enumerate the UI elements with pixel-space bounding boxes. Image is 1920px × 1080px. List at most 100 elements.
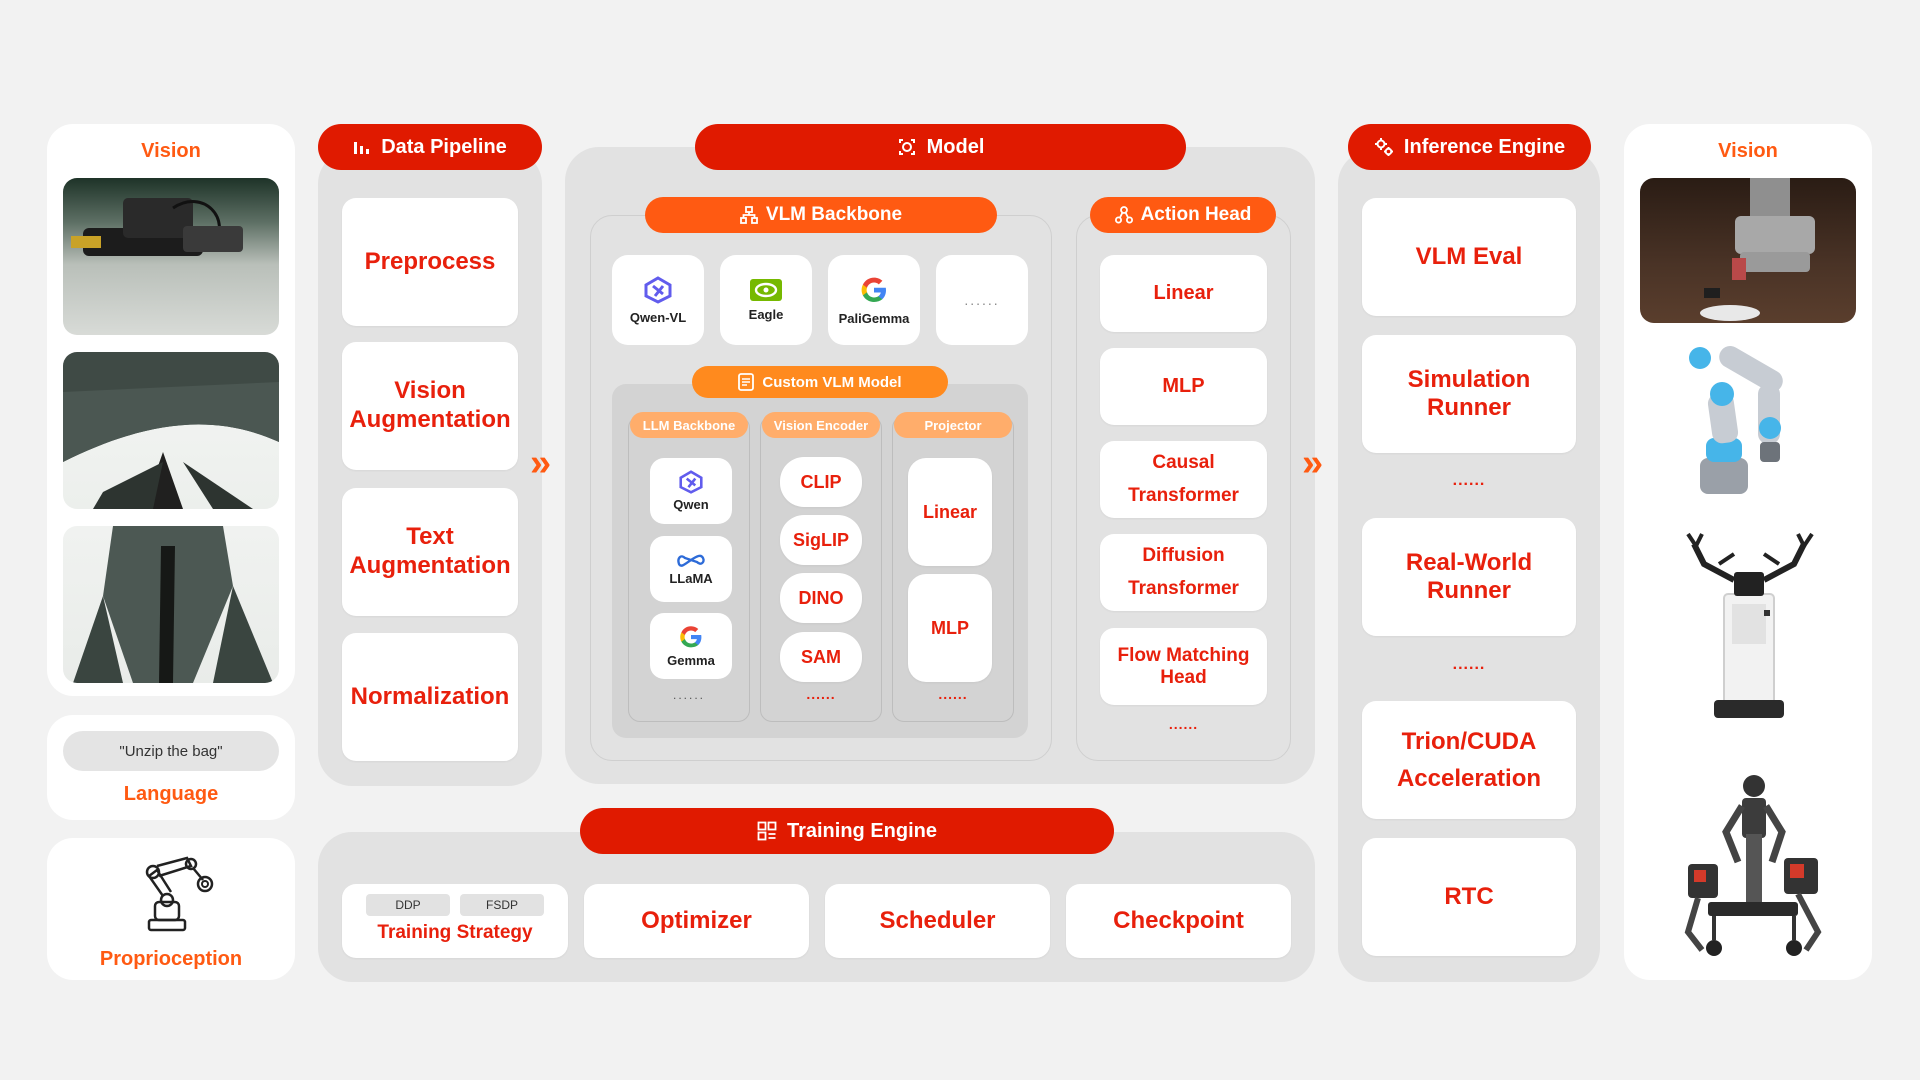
inference-more-1: ...... (1452, 472, 1486, 489)
training-checkpoint: Checkpoint (1066, 884, 1291, 958)
action-head-icon (1114, 206, 1133, 224)
language-label: Language (123, 783, 219, 805)
training-scheduler: Scheduler (825, 884, 1050, 958)
pipeline-normalization: Normalization (342, 633, 518, 761)
logo-qwen-vl-label: Qwen-VL (629, 309, 687, 325)
encoder-siglip: SigLIP (780, 515, 862, 565)
action-diffusion-transformer: Diffusion Transformer (1100, 534, 1267, 611)
llm-gemma-label: Gemma (667, 653, 715, 668)
mobile-manipulator-image (1668, 772, 1838, 967)
nvidia-icon (750, 278, 782, 301)
inference-vlm-eval: VLM Eval (1362, 198, 1576, 316)
llm-qwen: Qwen (650, 458, 732, 524)
pipeline-text-augmentation: Text Augmentation (342, 488, 518, 616)
ur-arm-image (1680, 338, 1820, 503)
logo-eagle: Eagle (720, 255, 812, 345)
action-flow-matching-head: Flow Matching Head (1100, 628, 1267, 705)
document-icon (738, 373, 755, 391)
llm-backbone-header: LLM Backbone (630, 412, 748, 438)
encoder-sam: SAM (780, 632, 862, 682)
language-prompt: "Unzip the bag" (63, 731, 279, 771)
google-small-icon (680, 626, 702, 648)
encoder-dino: DINO (780, 573, 862, 623)
grid-icon (757, 821, 777, 841)
inference-simulation-runner: Simulation Runner (1362, 335, 1576, 453)
action-head-header: Action Head (1090, 197, 1276, 233)
logo-eagle-label: Eagle (748, 306, 784, 322)
training-strategy-box: DDP FSDP Training Strategy (342, 884, 568, 958)
action-causal-transformer: Causal Transformer (1100, 441, 1267, 518)
training-engine-header: Training Engine (580, 808, 1114, 854)
projector-header: Projector (894, 412, 1012, 438)
bar-chart-icon (353, 138, 371, 156)
gears-icon (1374, 137, 1394, 157)
inference-trion-cuda: Trion/CUDA Acceleration (1362, 701, 1576, 819)
action-head-title: Action Head (1140, 204, 1252, 225)
llm-gemma: Gemma (650, 613, 732, 679)
llm-qwen-label: Qwen (673, 497, 709, 512)
bag-top-image (63, 352, 279, 509)
logo-more: ...... (936, 255, 1028, 345)
projector-linear: Linear (908, 458, 992, 566)
vlm-backbone-header: VLM Backbone (645, 197, 997, 233)
vision-photo-gripper (63, 178, 279, 335)
custom-vlm-header: Custom VLM Model (692, 366, 948, 398)
encoder-more: ...... (806, 686, 836, 702)
training-strategy-label: Training Strategy (377, 922, 533, 943)
vision-encoder-header: Vision Encoder (762, 412, 880, 438)
dual-arm-robot-image (1674, 524, 1824, 729)
qwen-small-icon (679, 470, 703, 494)
action-linear: Linear (1100, 255, 1267, 332)
training-engine-title: Training Engine (786, 819, 937, 842)
sim-arm-image (1700, 178, 1815, 321)
encoder-clip: CLIP (780, 457, 862, 507)
model-header: Model (695, 124, 1186, 170)
tag-fsdp: FSDP (460, 894, 544, 916)
logo-paligemma-label: PaliGemma (838, 310, 910, 326)
data-pipeline-header: Data Pipeline (318, 124, 542, 170)
arrow-to-model: » (530, 442, 552, 484)
custom-vlm-title: Custom VLM Model (762, 373, 902, 391)
inference-rtc: RTC (1362, 838, 1576, 956)
vision-photo-bag-top (63, 352, 279, 509)
logo-more-dots: ...... (964, 292, 1000, 308)
action-more: ...... (1168, 716, 1199, 732)
vision-output-card: Vision (1624, 124, 1872, 980)
pipeline-vision-augmentation: Vision Augmentation (342, 342, 518, 470)
llm-llama: LLaMA (650, 536, 732, 602)
qwen-icon (644, 275, 672, 304)
projector-more: ...... (938, 686, 968, 702)
inference-real-world-runner: Real-World Runner (1362, 518, 1576, 636)
logo-paligemma: PaliGemma (828, 255, 920, 345)
proprioception-card: Proprioception (47, 838, 295, 980)
inference-engine-title: Inference Engine (1403, 135, 1566, 158)
inference-more-2: ...... (1452, 656, 1486, 673)
language-card: "Unzip the bag" Language (47, 715, 295, 820)
gripper-image (71, 198, 243, 256)
projector-mlp: MLP (908, 574, 992, 682)
inference-engine-header: Inference Engine (1348, 124, 1591, 170)
meta-icon (677, 554, 705, 567)
google-icon (861, 277, 886, 302)
vision-input-card: Vision (47, 124, 295, 696)
robot-arm-icon (135, 854, 219, 941)
logo-qwen-vl: Qwen-VL (612, 255, 704, 345)
tag-ddp: DDP (366, 894, 450, 916)
arrow-to-inference: » (1302, 442, 1324, 484)
vlm-backbone-title: VLM Backbone (765, 204, 903, 225)
training-optimizer: Optimizer (584, 884, 809, 958)
action-mlp: MLP (1100, 348, 1267, 425)
hierarchy-icon (739, 206, 758, 224)
pipeline-preprocess: Preprocess (342, 198, 518, 326)
vision-photo-bag-zip (63, 526, 279, 683)
vision-input-title: Vision (141, 140, 201, 162)
llm-llama-label: LLaMA (669, 571, 713, 586)
vision-output-title: Vision (1718, 140, 1778, 162)
sim-scene-photo (1640, 178, 1856, 323)
model-title: Model (926, 135, 985, 158)
llm-more: ...... (672, 688, 705, 702)
model-icon (897, 137, 917, 157)
data-pipeline-title: Data Pipeline (381, 135, 507, 158)
proprioception-label: Proprioception (99, 948, 243, 970)
bag-zip-image (73, 526, 273, 683)
